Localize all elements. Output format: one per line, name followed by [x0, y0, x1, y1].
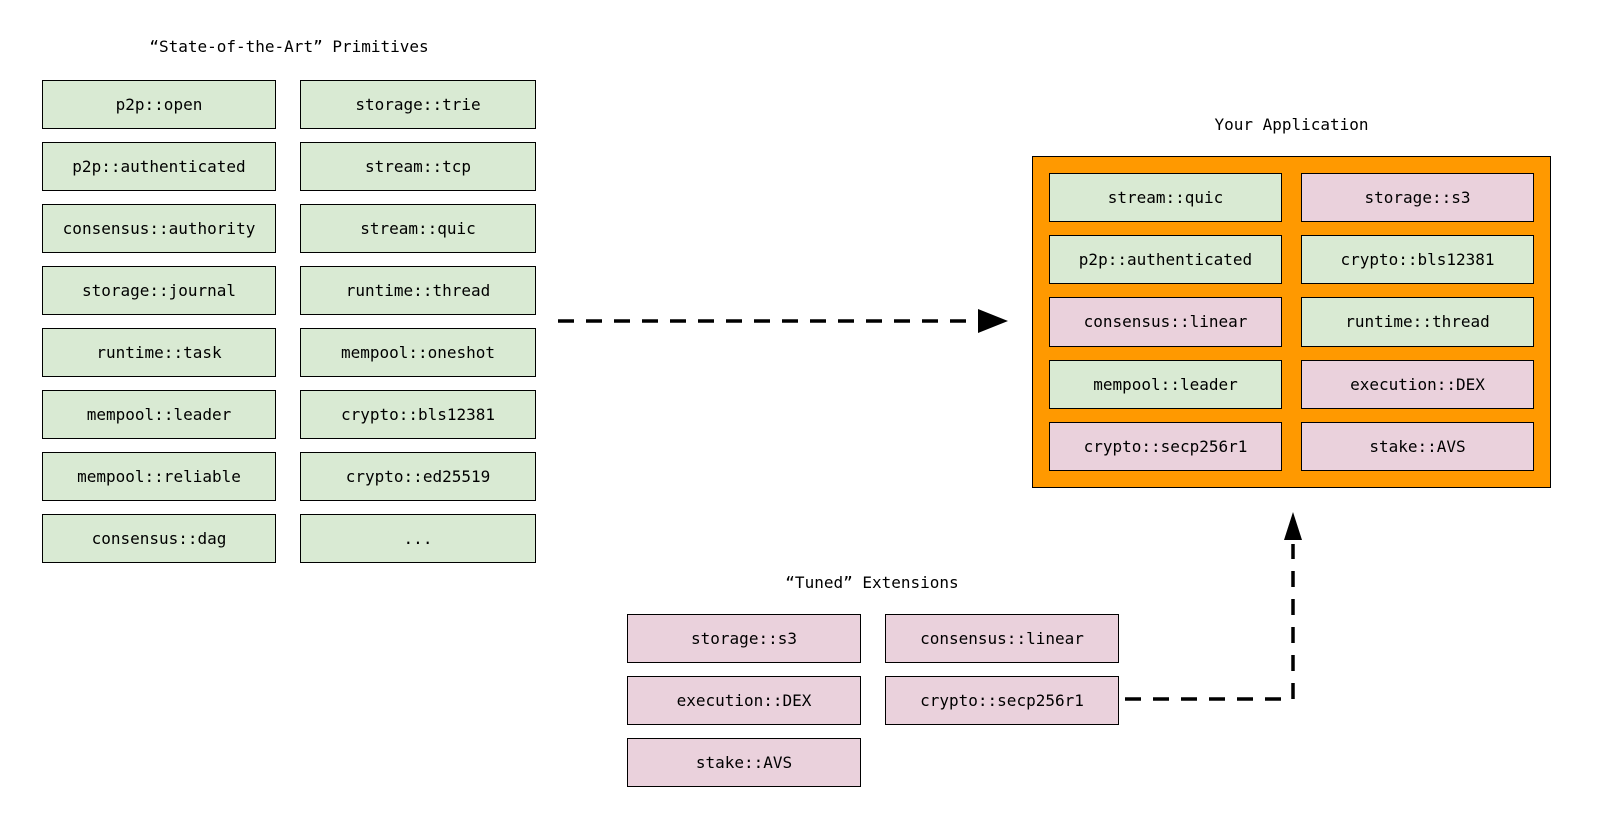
primitives-column-2: storage::trie stream::tcp stream::quic r…: [300, 80, 536, 563]
extension-box: stake::AVS: [627, 738, 861, 787]
primitive-box: runtime::task: [42, 328, 276, 377]
arrowhead-right-icon: [978, 309, 1008, 333]
application-title: Your Application: [1214, 115, 1369, 134]
extensions-column-2: consensus::linear crypto::secp256r1: [885, 614, 1119, 725]
application-container: stream::quic storage::s3 p2p::authentica…: [1032, 156, 1551, 488]
primitive-box-ellipsis: ...: [300, 514, 536, 563]
arrow-elbow-line: [1125, 544, 1295, 701]
primitives-column-1: p2p::open p2p::authenticated consensus::…: [42, 80, 276, 563]
primitive-box: mempool::reliable: [42, 452, 276, 501]
app-cell: storage::s3: [1301, 173, 1534, 223]
app-cell: p2p::authenticated: [1049, 235, 1282, 285]
extension-box: crypto::secp256r1: [885, 676, 1119, 725]
primitive-box: mempool::oneshot: [300, 328, 536, 377]
primitive-box: crypto::ed25519: [300, 452, 536, 501]
primitive-box: storage::journal: [42, 266, 276, 315]
app-cell: execution::DEX: [1301, 359, 1534, 409]
extensions-column-1: storage::s3 execution::DEX stake::AVS: [627, 614, 861, 787]
primitive-box: mempool::leader: [42, 390, 276, 439]
primitive-box: stream::tcp: [300, 142, 536, 191]
arrowhead-up-icon: [1284, 512, 1302, 540]
primitive-box: p2p::open: [42, 80, 276, 129]
app-cell: crypto::secp256r1: [1049, 421, 1282, 471]
arrow-primitives-to-application: [558, 309, 1008, 333]
extensions-title: “Tuned” Extensions: [785, 573, 959, 592]
app-cell: runtime::thread: [1301, 297, 1534, 347]
app-cell: consensus::linear: [1049, 297, 1282, 347]
app-cell: stake::AVS: [1301, 421, 1534, 471]
primitive-box: stream::quic: [300, 204, 536, 253]
primitive-box: consensus::authority: [42, 204, 276, 253]
primitive-box: p2p::authenticated: [42, 142, 276, 191]
primitive-box: storage::trie: [300, 80, 536, 129]
primitives-title: “State-of-the-Art” Primitives: [149, 37, 429, 56]
app-cell: crypto::bls12381: [1301, 235, 1534, 285]
extension-box: storage::s3: [627, 614, 861, 663]
primitive-box: runtime::thread: [300, 266, 536, 315]
primitive-box: consensus::dag: [42, 514, 276, 563]
extension-box: execution::DEX: [627, 676, 861, 725]
app-cell: stream::quic: [1049, 173, 1282, 223]
extension-box: consensus::linear: [885, 614, 1119, 663]
primitive-box: crypto::bls12381: [300, 390, 536, 439]
app-cell: mempool::leader: [1049, 359, 1282, 409]
arrow-extensions-to-application: [1125, 512, 1302, 701]
